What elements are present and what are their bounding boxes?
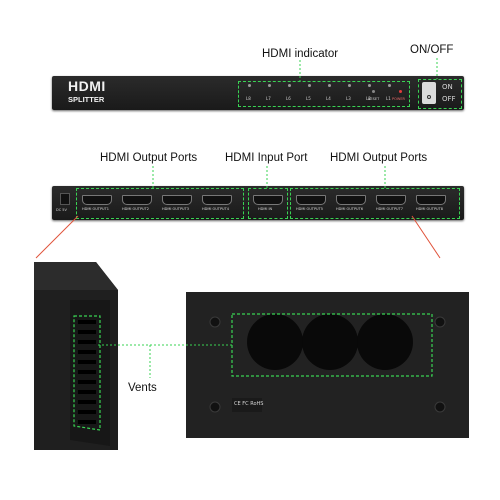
power-led xyxy=(399,90,402,93)
callout-on-off: ON/OFF xyxy=(410,44,454,56)
hdmi-input-port[interactable] xyxy=(253,195,283,205)
callout-hdmi-input: HDMI Input Port xyxy=(225,152,308,164)
side-vent-highlight xyxy=(73,315,101,431)
rating-label xyxy=(232,398,262,412)
hdmi-output-port-6[interactable] xyxy=(336,195,366,205)
hdmi-output-port-8-label: HDMI OUTPUT8 xyxy=(416,207,443,211)
led-row: L8 L7 L6 L5 L4 L3 L2 L1 xyxy=(242,84,407,102)
power-label: POWER xyxy=(392,97,405,101)
led-l1: L1 xyxy=(386,84,391,105)
output-left-highlight xyxy=(76,188,244,219)
hdmi-output-port-1[interactable] xyxy=(82,195,112,205)
hdmi-output-port-7[interactable] xyxy=(376,195,406,205)
output-right-highlight xyxy=(290,188,460,219)
front-panel: HDMI SPLITTER L8 L7 L6 L5 L4 L3 L2 L1 RE… xyxy=(52,76,464,110)
callout-hdmi-indicator: HDMI indicator xyxy=(262,48,339,60)
led-l6: L6 xyxy=(286,84,291,105)
callout-hdmi-output-right: HDMI Output Ports xyxy=(330,152,428,164)
zoom-leader-left xyxy=(35,215,79,259)
switch-highlight xyxy=(418,79,462,109)
hdmi-output-port-3-label: HDMI OUTPUT3 xyxy=(162,207,189,211)
led-l5: L5 xyxy=(306,84,311,105)
indicator-highlight xyxy=(238,81,410,107)
hdmi-output-port-8[interactable] xyxy=(416,195,446,205)
rear-panel: DC 5V HDMI OUTPUT1 HDMI OUTPUT2 HDMI OUT… xyxy=(52,186,464,220)
callout-hdmi-output-left: HDMI Output Ports xyxy=(100,152,198,164)
dc-jack[interactable] xyxy=(60,193,70,205)
led-l7: L7 xyxy=(266,84,271,105)
power-switch[interactable] xyxy=(422,82,436,104)
bottom-vent-pattern xyxy=(247,314,413,370)
led-l2: L2 xyxy=(366,84,371,105)
hdmi-output-port-4-label: HDMI OUTPUT4 xyxy=(202,207,229,211)
hdmi-output-port-1-label: HDMI OUTPUT1 xyxy=(82,207,109,211)
hdmi-output-port-3[interactable] xyxy=(162,195,192,205)
hdmi-output-port-2[interactable] xyxy=(122,195,152,205)
bottom-certification-marks: CE FC RoHS xyxy=(234,401,264,407)
reset-button[interactable] xyxy=(372,90,375,93)
side-closeup xyxy=(34,262,118,450)
hdmi-output-port-7-label: HDMI OUTPUT7 xyxy=(376,207,403,211)
switch-off-label: OFF xyxy=(442,95,456,103)
bottom-closeup xyxy=(186,292,469,438)
front-logo-hdmi: HDMI xyxy=(68,78,106,94)
zoom-leader-right xyxy=(411,215,441,259)
front-logo-splitter: SPLITTER xyxy=(68,95,105,104)
hdmi-output-port-2-label: HDMI OUTPUT2 xyxy=(122,207,149,211)
hdmi-output-port-6-label: HDMI OUTPUT6 xyxy=(336,207,363,211)
hdmi-output-port-5-label: HDMI OUTPUT5 xyxy=(296,207,323,211)
hdmi-output-port-5[interactable] xyxy=(296,195,326,205)
led-l8: L8 xyxy=(246,84,251,105)
hdmi-input-port-label: HDMI IN xyxy=(258,207,273,211)
reset-label: RESET xyxy=(368,97,380,101)
led-l3: L3 xyxy=(346,84,351,105)
callout-vents: Vents xyxy=(128,382,157,394)
switch-on-label: ON xyxy=(442,83,453,91)
led-l4: L4 xyxy=(326,84,331,105)
hdmi-output-port-4[interactable] xyxy=(202,195,232,205)
input-highlight xyxy=(248,188,288,219)
dc-label: DC 5V xyxy=(56,208,67,212)
side-vent-slots xyxy=(78,320,96,424)
